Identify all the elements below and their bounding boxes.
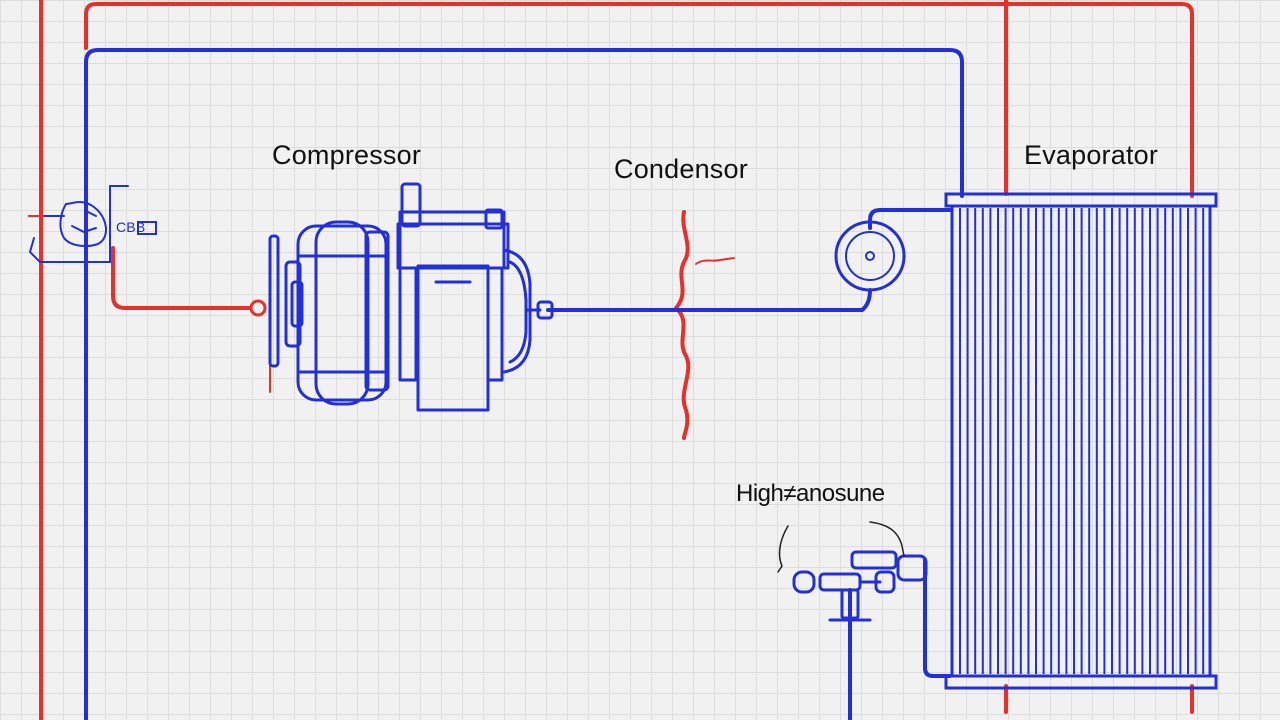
gauge-line (860, 288, 872, 312)
evaporator-label: Evaporator (1024, 140, 1159, 170)
gauge-top-line (868, 208, 952, 230)
pressure-gauge (834, 220, 906, 292)
blue-loop-line (84, 48, 964, 720)
compressor-label: Compressor (272, 140, 422, 170)
top-red-line (84, 2, 1194, 198)
compressor-unit (268, 182, 554, 412)
switch-code-label: CBB (116, 219, 146, 235)
red-suction-line (111, 246, 252, 310)
high-pressure-leader-2 (869, 521, 905, 557)
evaporator-bottom-line (923, 558, 952, 678)
high-pressure-valve (792, 550, 928, 622)
high-pressure-label: High≠anosune (736, 480, 885, 507)
red-fitting (249, 299, 267, 317)
condenser-tick (695, 257, 735, 265)
high-pressure-leader-1 (777, 525, 789, 573)
condenser-coil (674, 210, 691, 440)
evaporator-coil (944, 192, 1218, 690)
condenser-label: Condensor (614, 154, 748, 184)
